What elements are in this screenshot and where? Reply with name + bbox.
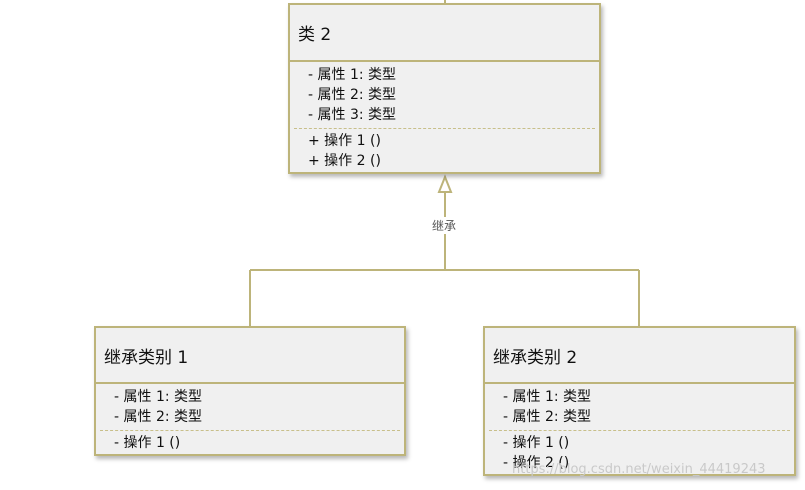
inheritance-arrowhead xyxy=(437,174,453,193)
attribute-row: - 属性 1: 类型 xyxy=(114,389,203,405)
operation-row: + 操作 1 () xyxy=(308,133,381,149)
section-divider xyxy=(489,430,790,431)
section-divider xyxy=(100,430,400,431)
attribute-row: - 属性 2: 类型 xyxy=(114,409,203,425)
operation-row: - 操作 1 () xyxy=(114,435,181,451)
class-box-child-2[interactable]: 继承类别 2 - 属性 1: 类型 - 属性 2: 类型 - 操作 1 () -… xyxy=(483,326,796,476)
operation-row: - 操作 2 () xyxy=(503,455,570,471)
attribute-row: - 属性 2: 类型 xyxy=(308,87,397,103)
operation-row: + 操作 2 () xyxy=(308,153,381,169)
attribute-row: - 属性 1: 类型 xyxy=(308,67,397,83)
attribute-row: - 属性 3: 类型 xyxy=(308,107,397,123)
class-box-child-1[interactable]: 继承类别 1 - 属性 1: 类型 - 属性 2: 类型 - 操作 1 () xyxy=(94,326,406,456)
operation-row: - 操作 1 () xyxy=(503,435,570,451)
section-divider xyxy=(294,128,595,129)
edge-label-inheritance: 继承 xyxy=(431,217,458,234)
class-box-parent[interactable]: 类 2 - 属性 1: 类型 - 属性 2: 类型 - 属性 3: 类型 + 操… xyxy=(288,3,601,174)
attribute-row: - 属性 1: 类型 xyxy=(503,389,592,405)
class-title: 类 2 xyxy=(290,5,599,62)
attribute-row: - 属性 2: 类型 xyxy=(503,409,592,425)
class-title: 继承类别 1 xyxy=(96,328,404,384)
watermark-text: https://blog.csdn.net/weixin_44419243 xyxy=(512,462,766,477)
class-title: 继承类别 2 xyxy=(485,328,794,384)
